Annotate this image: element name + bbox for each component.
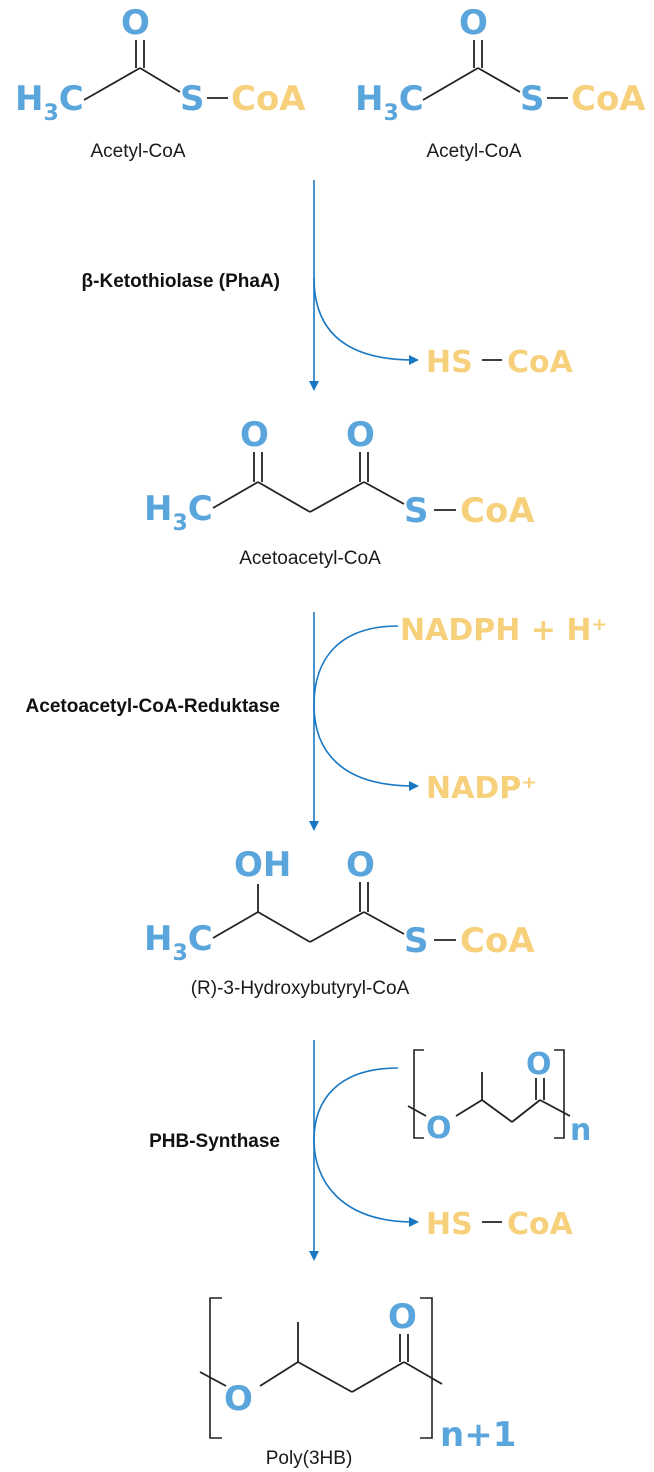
reaction-step-2: Acetoacetyl-CoA-Reduktase NADPH + H⁺ NAD… [26, 612, 607, 831]
sulfur-atom: S [404, 921, 429, 961]
bond [257, 911, 311, 943]
bond [363, 911, 405, 935]
molecule-label: Acetyl-CoA [90, 141, 185, 162]
sulfur-atom: S [404, 491, 429, 531]
oxygen-atom: O [224, 1379, 253, 1419]
enzyme-label: Acetoacetyl-CoA-Reduktase [26, 696, 280, 717]
hs-atom: HS [426, 345, 473, 380]
repeat-count: n+1 [440, 1415, 516, 1455]
bond [259, 1361, 299, 1387]
molecule-label: (R)-3-Hydroxybutyryl-CoA [191, 978, 410, 999]
nadp-label: NADP⁺ [426, 771, 537, 806]
oxygen-atom: O [121, 3, 150, 43]
acetyl-coa-molecule-1: H3C O S CoA Acetyl-CoA [15, 3, 306, 162]
h3c-atom: H3C [15, 79, 84, 126]
bond [511, 1099, 541, 1123]
bond [481, 1099, 513, 1123]
bond [403, 1361, 443, 1385]
hydroxybutyryl-coa-molecule: H3C OH O S CoA (R)-3-Hydroxybutyryl-CoA [144, 845, 535, 999]
hydroxyl-group: OH [234, 845, 291, 885]
bond [139, 67, 181, 93]
bond [257, 481, 311, 513]
polymer-input-molecule: O O n [407, 1047, 591, 1148]
side-product-arrow [313, 277, 419, 365]
bond [351, 1361, 405, 1393]
coa-group: CoA [460, 491, 535, 531]
nadph-label: NADPH + H⁺ [400, 613, 607, 648]
bond [477, 67, 521, 93]
molecule-label: Acetoacetyl-CoA [239, 548, 381, 569]
bond [407, 1105, 427, 1117]
oxygen-atom: O [526, 1047, 552, 1082]
bond [363, 481, 405, 505]
oxygen-atom: O [459, 3, 488, 43]
cofactor-arrow [313, 625, 419, 791]
molecule-label: Acetyl-CoA [426, 141, 521, 162]
polymer-input-arrow [313, 1067, 419, 1227]
bond [455, 1099, 483, 1117]
coa-group: CoA [507, 345, 574, 380]
bond [212, 481, 259, 509]
sulfur-atom: S [180, 79, 205, 119]
oxygen-atom: O [240, 415, 269, 455]
bond [212, 911, 259, 939]
acetyl-coa-molecule-2: H3C O S CoA Acetyl-CoA [355, 3, 646, 162]
repeat-count: n [570, 1113, 591, 1148]
h3c-atom: H3C [144, 919, 213, 966]
sulfur-atom: S [520, 79, 545, 119]
bond [422, 67, 479, 101]
poly-3hb-molecule: O O n+1 Poly(3HB) [199, 1297, 516, 1469]
coa-group: CoA [231, 79, 306, 119]
enzyme-label: PHB-Synthase [149, 1131, 280, 1152]
oxygen-atom: O [346, 845, 375, 885]
bond [539, 1099, 571, 1117]
oxygen-atom: O [346, 415, 375, 455]
bond [309, 911, 365, 943]
coa-group: CoA [460, 921, 535, 961]
bond [297, 1361, 353, 1393]
bracket-right [554, 1049, 565, 1139]
coa-group: CoA [571, 79, 646, 119]
molecule-label: Poly(3HB) [266, 1448, 353, 1469]
bond [199, 1371, 227, 1387]
enzyme-label: β-Ketothiolase (PhaA) [82, 271, 280, 292]
oxygen-atom: O [426, 1111, 452, 1146]
h3c-atom: H3C [355, 79, 424, 126]
bracket-right [420, 1297, 433, 1439]
bracket-left [209, 1297, 222, 1439]
reaction-step-3: PHB-Synthase HS CoA [149, 1040, 574, 1261]
oxygen-atom: O [388, 1297, 417, 1337]
bond [309, 481, 365, 513]
reaction-step-1: β-Ketothiolase (PhaA) HS CoA [82, 180, 574, 391]
bond [83, 67, 141, 101]
bracket-left [413, 1049, 424, 1139]
coa-group: CoA [507, 1207, 574, 1242]
hs-atom: HS [426, 1207, 473, 1242]
h3c-atom: H3C [144, 489, 213, 536]
acetoacetyl-coa-molecule: H3C O O S CoA Acetoacetyl-CoA [144, 415, 535, 569]
